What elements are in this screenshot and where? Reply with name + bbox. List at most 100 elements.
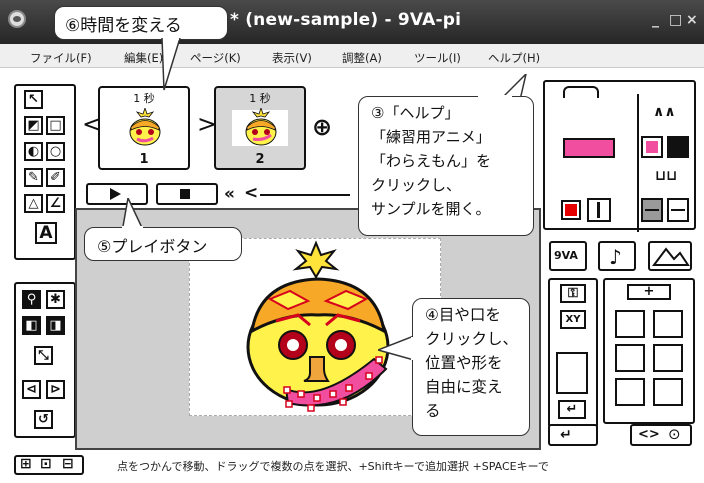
zoom-controls: ⊞ ⊡ ⊟ <box>14 455 84 475</box>
return-icon: ↵ <box>560 427 572 443</box>
sound-button[interactable]: ♪ <box>598 241 636 271</box>
search-icon[interactable]: ⊙ <box>668 425 681 443</box>
part-slot-5[interactable] <box>615 378 645 406</box>
rotate-icon[interactable]: ↺ <box>34 410 53 429</box>
page-nav-buttons: <> ⊙ <box>630 424 692 446</box>
circle-icon[interactable]: ○ <box>46 142 65 161</box>
xy-icon[interactable]: XY <box>560 310 586 329</box>
status-hint: 点をつかんで移動、ドラッグで複数の点を選択、+Shiftキーで追加選択 +SPA… <box>117 460 549 473</box>
menu-file[interactable]: ファイル(F) <box>30 51 92 65</box>
pink-swatch[interactable] <box>641 136 663 158</box>
callout-open-sample: ③「ヘルプ」 「練習用アニメ」 「わらえもん」を クリックし、 サンプルを開く。 <box>358 96 534 236</box>
menu-help[interactable]: ヘルプ(H) <box>488 51 541 65</box>
select-arrow-icon[interactable]: ↖ <box>24 90 43 109</box>
menu-view[interactable]: 表示(V) <box>272 51 312 65</box>
add-part-button[interactable]: + <box>627 284 671 300</box>
next-frame-button[interactable]: > <box>197 110 218 138</box>
text-tool-icon[interactable]: A <box>35 222 57 244</box>
callout-text: ⑥時間を変える <box>65 16 182 36</box>
menu-tools[interactable]: ツール(I) <box>414 51 461 65</box>
line-width-3[interactable] <box>667 198 689 222</box>
part-slot-1[interactable] <box>615 310 645 338</box>
point-select-icon[interactable]: ⚲ <box>22 290 41 309</box>
background-button[interactable] <box>648 241 692 271</box>
part-slot-3[interactable] <box>615 344 645 372</box>
minimize-button[interactable]: _ <box>652 12 659 28</box>
part-slot-4[interactable] <box>653 344 683 372</box>
pen-square-icon[interactable]: ◩ <box>24 116 43 135</box>
maximize-button[interactable]: □ <box>669 12 683 28</box>
flip-left-icon[interactable]: ⊲ <box>22 380 41 399</box>
point-add-icon[interactable]: ✱ <box>46 290 65 309</box>
frame-thumbnail-1[interactable]: 1 秒 1 <box>98 86 190 170</box>
red-swatch[interactable] <box>561 200 581 220</box>
layer-preview[interactable] <box>556 352 588 394</box>
frame-face-thumbnail <box>129 108 161 146</box>
key-icon[interactable]: ⚿ <box>560 284 586 303</box>
rewind-icon[interactable]: « <box>224 184 235 204</box>
brush-fill-icon[interactable]: ✎ <box>24 168 43 187</box>
frame-number: 2 <box>255 152 265 167</box>
frame-number: 1 <box>139 152 149 167</box>
frame-thumbnail-2[interactable]: 1 秒 2 <box>214 86 306 170</box>
ungroup-icon[interactable]: ◨ <box>46 316 65 335</box>
music-note-icon: ♪ <box>609 245 622 269</box>
window-title: * (new-sample) - 9VA-pi <box>230 10 462 30</box>
step-back-icon[interactable]: < <box>244 183 259 203</box>
group-icon[interactable]: ◧ <box>22 316 41 335</box>
scroll-up-icons[interactable]: ∧∧ <box>653 104 676 120</box>
zoom-search-icon[interactable]: ⊡ <box>40 456 52 472</box>
line-width-1[interactable] <box>587 198 611 222</box>
vp-label: 9VA <box>554 249 578 262</box>
part-slot-6[interactable] <box>653 378 683 406</box>
brush-icon[interactable]: ✐ <box>46 168 65 187</box>
layer-tools: ⚿ XY ↵ <box>548 278 598 428</box>
stop-icon <box>180 189 190 199</box>
callout-play-button: ⑤プレイボタン <box>84 227 242 261</box>
enter-icon[interactable]: ↵ <box>558 400 586 419</box>
page-lr-icon[interactable]: <> <box>638 427 660 442</box>
callout-text: ⑤プレイボタン <box>97 237 208 256</box>
scale-icon[interactable]: ⤡ <box>34 346 53 365</box>
color-panel: ∧∧ ⊔⊔ <box>543 80 696 232</box>
zoom-in-icon[interactable]: ⊞ <box>20 456 32 472</box>
control-points[interactable] <box>283 356 383 412</box>
prev-frame-button[interactable]: < <box>82 110 103 138</box>
menu-page[interactable]: ページ(K) <box>190 51 241 65</box>
zoom-out-icon[interactable]: ⊟ <box>62 456 74 472</box>
stop-button[interactable] <box>156 183 218 205</box>
timeline-slider[interactable] <box>260 194 350 196</box>
callout-change-time: ⑥時間を変える <box>54 6 228 40</box>
line-width-2[interactable] <box>641 198 663 222</box>
drawing-toolbox: ↖ ◩ □ ◐ ○ ✎ ✐ △ ∠ A <box>14 84 76 260</box>
part-slot-2[interactable] <box>653 310 683 338</box>
parts-panel: + <box>603 278 695 424</box>
drawing-paper[interactable] <box>189 238 441 416</box>
menu-bar: ファイル(F) 編集(E) ページ(K) 表示(V) 調整(A) ツール(I) … <box>0 44 704 68</box>
panel-tab[interactable] <box>563 86 599 98</box>
add-frame-button[interactable]: ⊕ <box>312 113 333 141</box>
fill-circle-icon[interactable]: ◐ <box>24 142 43 161</box>
point-toolbox: ⚲ ✱ ◧ ◨ ⤡ ⊲ ⊳ ↺ <box>14 282 76 438</box>
frame-duration[interactable]: 1 秒 <box>249 92 271 105</box>
menu-edit[interactable]: 編集(E) <box>124 51 164 65</box>
warae-mon-face[interactable] <box>190 239 442 417</box>
rectangle-icon[interactable]: □ <box>46 116 65 135</box>
line-icon[interactable]: ∠ <box>46 194 65 213</box>
mountain-icon <box>652 247 690 266</box>
black-swatch[interactable] <box>667 136 689 158</box>
scroll-down-icons[interactable]: ⊔⊔ <box>655 168 678 184</box>
play-icon <box>110 188 121 200</box>
frame-duration[interactable]: 1 秒 <box>133 92 155 105</box>
pink-swatch-large[interactable] <box>563 138 615 158</box>
return-button[interactable]: ↵ <box>548 424 598 446</box>
vp-logo-button[interactable]: 9VA <box>549 241 587 271</box>
app-icon[interactable] <box>8 10 26 28</box>
frame-face-thumbnail <box>245 108 277 146</box>
callout-edit-face: ④目や口を クリックし、 位置や形を 自由に変え る <box>412 298 530 436</box>
flip-right-icon[interactable]: ⊳ <box>46 380 65 399</box>
close-button[interactable]: × <box>686 12 698 28</box>
play-button[interactable] <box>86 183 148 205</box>
triangle-icon[interactable]: △ <box>24 194 43 213</box>
menu-adjust[interactable]: 調整(A) <box>342 51 382 65</box>
